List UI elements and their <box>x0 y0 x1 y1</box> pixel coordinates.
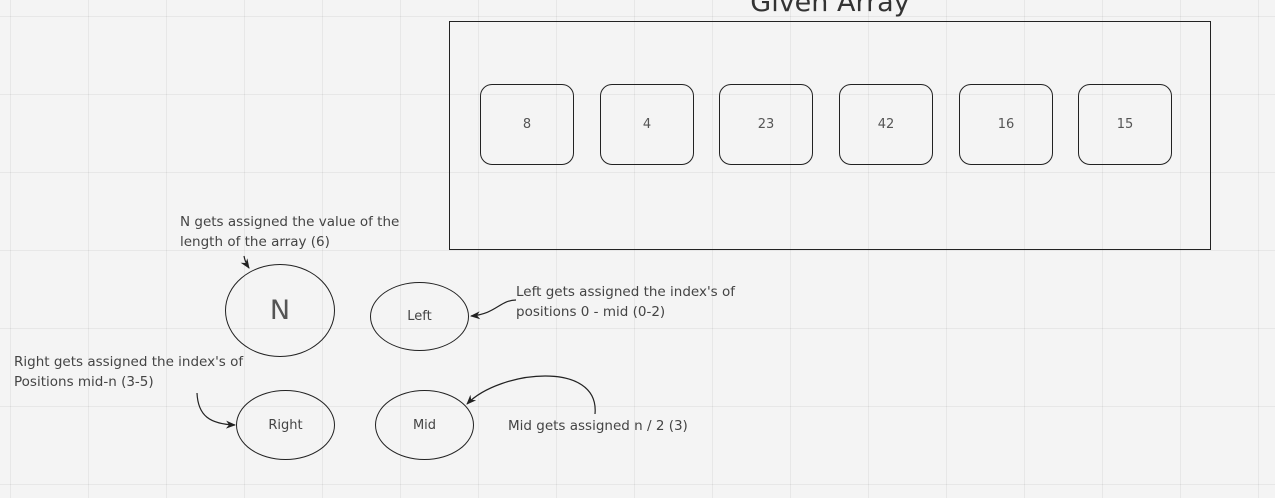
note-left-line1: Left gets assigned the index's of <box>516 284 735 300</box>
arrow-note-to-mid <box>466 375 596 415</box>
array-cell-0: 8 <box>480 84 574 165</box>
note-n-line1: N gets assigned the value of the <box>180 214 400 230</box>
array-cell-1: 4 <box>600 84 694 165</box>
arrow-note-to-right <box>196 392 236 429</box>
array-cell-2: 23 <box>719 84 813 165</box>
given-array-frame <box>449 21 1211 250</box>
arrow-note-to-n <box>240 255 250 269</box>
node-mid: Mid <box>375 390 474 460</box>
note-mid: Mid gets assigned n / 2 (3) <box>508 416 688 436</box>
node-n: N <box>225 264 335 357</box>
note-right: Right gets assigned the index's of Posit… <box>14 352 243 392</box>
array-cell-3: 42 <box>839 84 933 165</box>
note-right-line1: Right gets assigned the index's of <box>14 354 244 370</box>
array-cell-4: 16 <box>959 84 1053 165</box>
arrow-note-to-left <box>470 299 517 320</box>
node-right: Right <box>236 390 335 460</box>
array-title: Given Array <box>750 0 910 18</box>
note-mid-line1: Mid gets assigned n / 2 (3) <box>508 418 688 434</box>
note-right-line2: Positions mid-n (3-5) <box>14 374 154 390</box>
array-cell-5: 15 <box>1078 84 1172 165</box>
note-n: N gets assigned the value of the length … <box>180 212 399 252</box>
note-left-line2: positions 0 - mid (0-2) <box>516 304 666 320</box>
node-left: Left <box>370 282 469 351</box>
note-left: Left gets assigned the index's of positi… <box>516 282 735 322</box>
note-n-line2: length of the array (6) <box>180 234 330 250</box>
